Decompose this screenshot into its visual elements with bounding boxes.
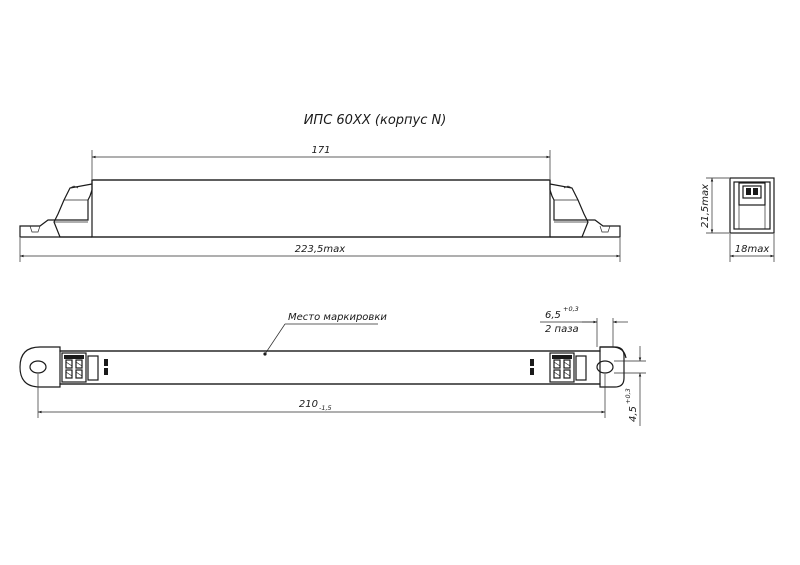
dim-slot-width-tol: +0,3 [563,305,579,313]
end-view: 21,5max 18max [700,177,775,262]
dim-height: 21,5max [700,184,711,228]
marking-label: Место маркировки [288,312,387,323]
top-view: Место маркировки 210 -1,5 6,5 +0,3 2 паз… [19,305,646,426]
left-mount-slot [29,360,47,374]
dim-width: 18max [735,244,770,255]
dim-slot-width: 6,5 [545,310,561,321]
dim-mount-spacing: 210 [299,399,318,410]
dim-body-length: 171 [311,145,330,156]
end-view-outline [729,177,775,234]
top-outline [19,346,625,388]
side-view: 171 223,5max [19,145,621,262]
dim-slot-height: 4,5 [628,406,639,422]
dim-overall-length: 223,5max [295,244,345,255]
drawing-title: ИПС 60XX (корпус N) [304,113,447,128]
dim-slot-height-tol: +0,3 [624,388,632,404]
dim-slot-count: 2 паза [545,324,579,335]
dim-mount-spacing-tol: -1,5 [319,404,332,412]
left-terminal-block [61,352,108,383]
body-outline [91,179,551,238]
right-terminal-block [530,352,587,383]
right-mount-slot [596,360,614,374]
